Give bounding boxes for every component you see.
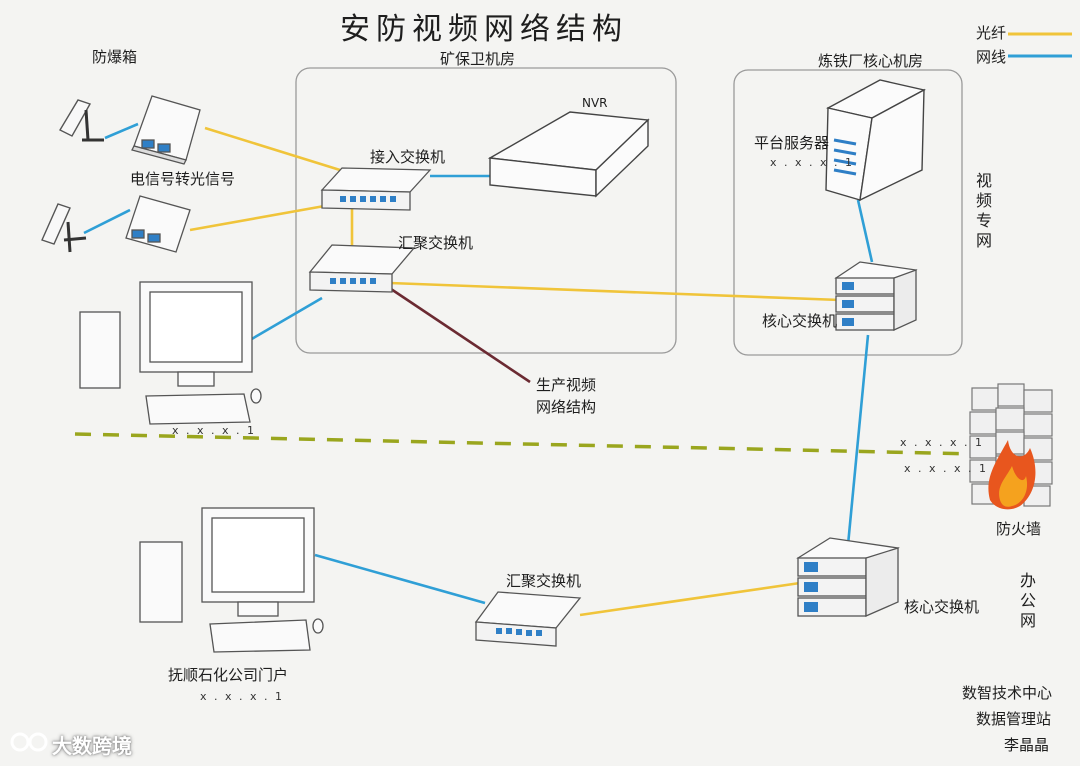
diagram-title: 安防视频网络结构 [340, 12, 628, 47]
firewall-ip-upper: x . x . x . 1 [900, 436, 984, 449]
pc-top-device [79, 281, 262, 425]
pc-bottom-device [139, 507, 324, 653]
watermark-logo-icon [10, 732, 48, 752]
core-switch-bottom-device [796, 537, 900, 617]
credit-line-3: 李晶晶 [1004, 736, 1050, 754]
firewall-label: 防火墙 [996, 520, 1042, 538]
credit-line-1: 数智技术中心 [962, 684, 1053, 702]
video-net-label: 视频专网 [973, 172, 992, 252]
left-room-title: 矿保卫机房 [440, 50, 516, 68]
access-switch-label: 接入交换机 [370, 148, 446, 166]
converter-label: 电信号转光信号 [130, 170, 236, 188]
aggregation-switch-top-label: 汇聚交换机 [398, 234, 474, 252]
core-switch-bottom-label: 核心交换机 [904, 598, 980, 616]
portal-label: 抚顺石化公司门户 [168, 666, 289, 684]
explosion-box-label: 防爆箱 [92, 48, 138, 66]
platform-server-label: 平台服务器 [754, 134, 830, 152]
production-link [384, 283, 531, 384]
platform-server-device [825, 79, 926, 202]
aggregation-switch-bottom-device [474, 591, 582, 647]
camera-top [59, 99, 104, 142]
converter-top [131, 95, 201, 165]
portal-ip: x . x . x . 1 [200, 690, 284, 703]
aggregation-switch-bottom-label: 汇聚交换机 [506, 572, 582, 590]
network-separator [74, 432, 976, 456]
credit-line-2: 数据管理站 [976, 710, 1052, 728]
legend-fiber-label: 光纤 [976, 24, 1007, 42]
right-room-box [733, 69, 963, 356]
pc-top-ip: x . x . x . 1 [172, 424, 256, 437]
access-switch-device [320, 167, 432, 211]
aggregation-switch-top-device [308, 244, 416, 293]
converter-bottom [125, 195, 191, 253]
legend-ethernet-label: 网线 [976, 48, 1007, 66]
right-room-title: 炼铁厂核心机房 [818, 52, 924, 70]
watermark-text: 大数跨境 [52, 734, 132, 758]
fiber-links [189, 126, 841, 617]
camera-bottom [41, 203, 87, 253]
core-switch-top-label: 核心交换机 [762, 312, 838, 330]
core-switch-top-device [834, 261, 918, 332]
office-net-label: 办公网 [1017, 572, 1036, 632]
nvr-device [487, 111, 650, 198]
ethernet-links [83, 122, 874, 605]
production-video-label: 生产视频网络结构 [536, 376, 597, 416]
nvr-label: NVR [582, 96, 608, 110]
firewall-ip-lower: x . x . x . 1 [904, 462, 988, 475]
firewall-device [969, 383, 1053, 510]
platform-server-ip: x . x . x . 1 [770, 156, 854, 169]
